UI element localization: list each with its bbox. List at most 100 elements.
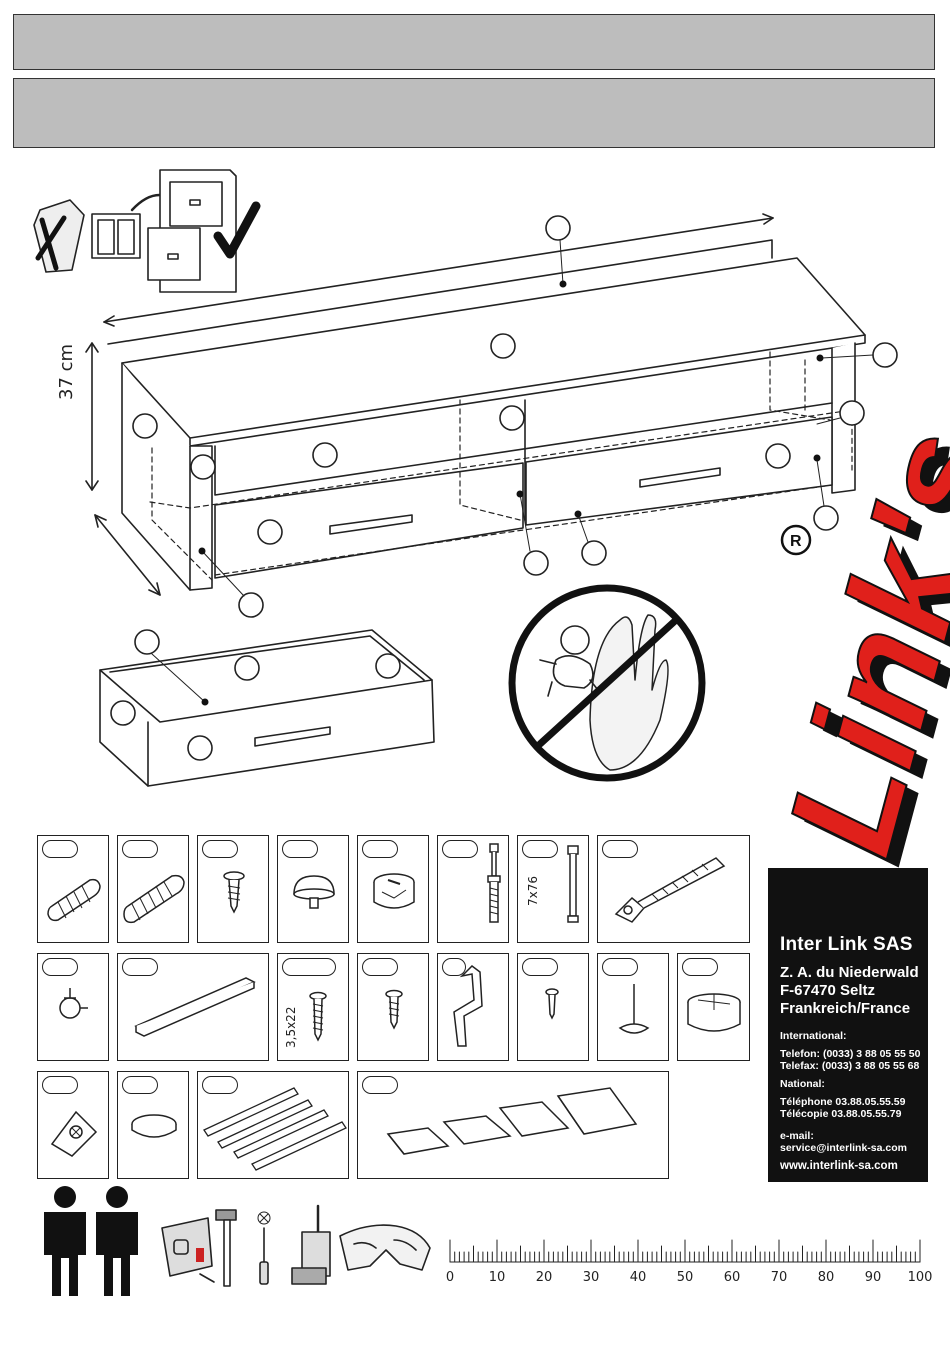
hardware-cell-screw-short (197, 835, 269, 943)
ruler-number: 90 (864, 1270, 882, 1285)
foot-cup-icon (687, 993, 741, 1032)
bracket-icon (50, 1110, 98, 1157)
hardware-cell-dowel-small (37, 835, 109, 943)
height-arrow (85, 342, 99, 491)
company-info-panel: Inter Link SAS Z. A. du Niederwald F-674… (768, 868, 928, 1182)
address-line-1: Z. A. du Niederwald (780, 964, 919, 981)
handle-bar-icon (134, 977, 256, 1037)
hardware-cell-cap (277, 835, 349, 943)
company-name: Inter Link SAS (780, 934, 913, 955)
hardware-cell-foot-cup (677, 953, 750, 1061)
national-phone: Téléphone 03.88.05.55.59 (780, 1096, 906, 1108)
ruler-number: 50 (676, 1270, 694, 1285)
part-number-pill (282, 958, 336, 976)
part-number-pill (362, 840, 398, 858)
national-fax: Télécopie 03.88.05.55.79 (780, 1108, 902, 1120)
company-address: Z. A. du Niederwald F-67470 Seltz Frankr… (780, 964, 919, 1018)
safety-glasses-icon (339, 1224, 431, 1271)
screw-long-icon (309, 991, 327, 1042)
part-number-pill (42, 840, 78, 858)
cam-bolt-icon (487, 843, 501, 923)
nail-icon (618, 984, 650, 1034)
part-number-pill (42, 958, 78, 976)
hardware-cell-connector-bolt: 7x76 (517, 835, 589, 943)
website-link[interactable]: www.interlink-sa.com (780, 1160, 898, 1172)
back-panel (107, 239, 773, 345)
ruler-number: 70 (770, 1270, 788, 1285)
hardware-cell-bracket (37, 1071, 109, 1179)
handle-left (329, 514, 413, 535)
hardware-cell-nail (597, 953, 669, 1061)
part-number-pill (522, 958, 558, 976)
hardware-cell-long-bolt (597, 835, 750, 943)
knob-screw-icon (59, 988, 88, 1019)
drawer-right (525, 416, 833, 526)
part-number-pill (122, 840, 158, 858)
part-number-pill (522, 840, 558, 858)
part-number-pill (202, 840, 238, 858)
hardware-cell-drawer-runners (197, 1071, 349, 1179)
two-persons-icon (44, 1186, 138, 1296)
ruler-number: 40 (629, 1270, 647, 1285)
dowel-large-icon (123, 874, 185, 924)
header-bar-bottom (13, 78, 935, 148)
hardware-cell-knob-screw (37, 953, 109, 1061)
ruler (449, 1239, 921, 1263)
recycling-icon (33, 169, 261, 293)
hardware-cell-cam-bolt (437, 835, 509, 943)
allen-key-icon (453, 965, 483, 1047)
ruler-number: 0 (445, 1270, 455, 1285)
hardware-cell-screw-small (517, 953, 589, 1061)
dowel-small-icon (47, 878, 101, 922)
hammer-icon (215, 1209, 237, 1287)
part-number-pill (282, 840, 318, 858)
drill-icon (291, 1204, 331, 1285)
depth-arrow (94, 514, 161, 596)
address-line-3: Frankreich/France (780, 1000, 911, 1017)
ruler-number: 20 (535, 1270, 553, 1285)
screw-medium-icon (385, 989, 403, 1030)
email-title: e-mail: (780, 1130, 814, 1142)
part-number-pill (602, 958, 638, 976)
part-number-pill (442, 840, 478, 858)
connector-bolt-icon (567, 845, 579, 923)
international-title: International: (780, 1030, 847, 1042)
handle-right (639, 467, 721, 488)
height-dimension: 37 cm (56, 343, 77, 400)
hardware-cell-screw-long: 3,5x22 (277, 953, 349, 1061)
ruler-number: 30 (582, 1270, 600, 1285)
header-bar-top (13, 14, 935, 70)
ruler-number: 100 (907, 1270, 933, 1285)
felt-pad-icon (131, 1114, 177, 1138)
hardware-cell-cam-lock (357, 835, 429, 943)
cam-lock-icon (373, 873, 415, 909)
no-children-icon (508, 584, 706, 782)
ruler-number: 80 (817, 1270, 835, 1285)
part-number-pill (42, 1076, 78, 1094)
drawer-runners-icon (203, 1087, 347, 1171)
ruler-number: 10 (488, 1270, 506, 1285)
screw-short-icon (223, 871, 245, 914)
international-fax: Telefax: (0033) 3 88 05 55 68 (780, 1060, 920, 1072)
address-line-2: F-67470 Seltz (780, 982, 876, 999)
hardware-cell-allen-key (437, 953, 509, 1061)
part-number-pill (122, 958, 158, 976)
callout-circles (132, 215, 898, 618)
hardware-cell-felt-pad (117, 1071, 189, 1179)
part-number-pill (602, 840, 638, 858)
hardware-cell-shims (357, 1071, 669, 1179)
part-number-pill (442, 958, 466, 976)
screw-small-icon (545, 988, 559, 1020)
email-link[interactable]: service@interlink-sa.com (780, 1142, 907, 1154)
part-number-pill (122, 1076, 158, 1094)
ruler-number: 60 (723, 1270, 741, 1285)
national-title: National: (780, 1078, 825, 1090)
screwdriver-icon (257, 1211, 271, 1285)
hardware-cell-screw-medium (357, 953, 429, 1061)
drawer-detail (99, 629, 435, 787)
part-number-pill (362, 1076, 398, 1094)
international-phone: Telefon: (0033) 3 88 05 55 50 (780, 1048, 921, 1060)
part-number-pill (362, 958, 398, 976)
tape-measure-icon (161, 1217, 215, 1283)
